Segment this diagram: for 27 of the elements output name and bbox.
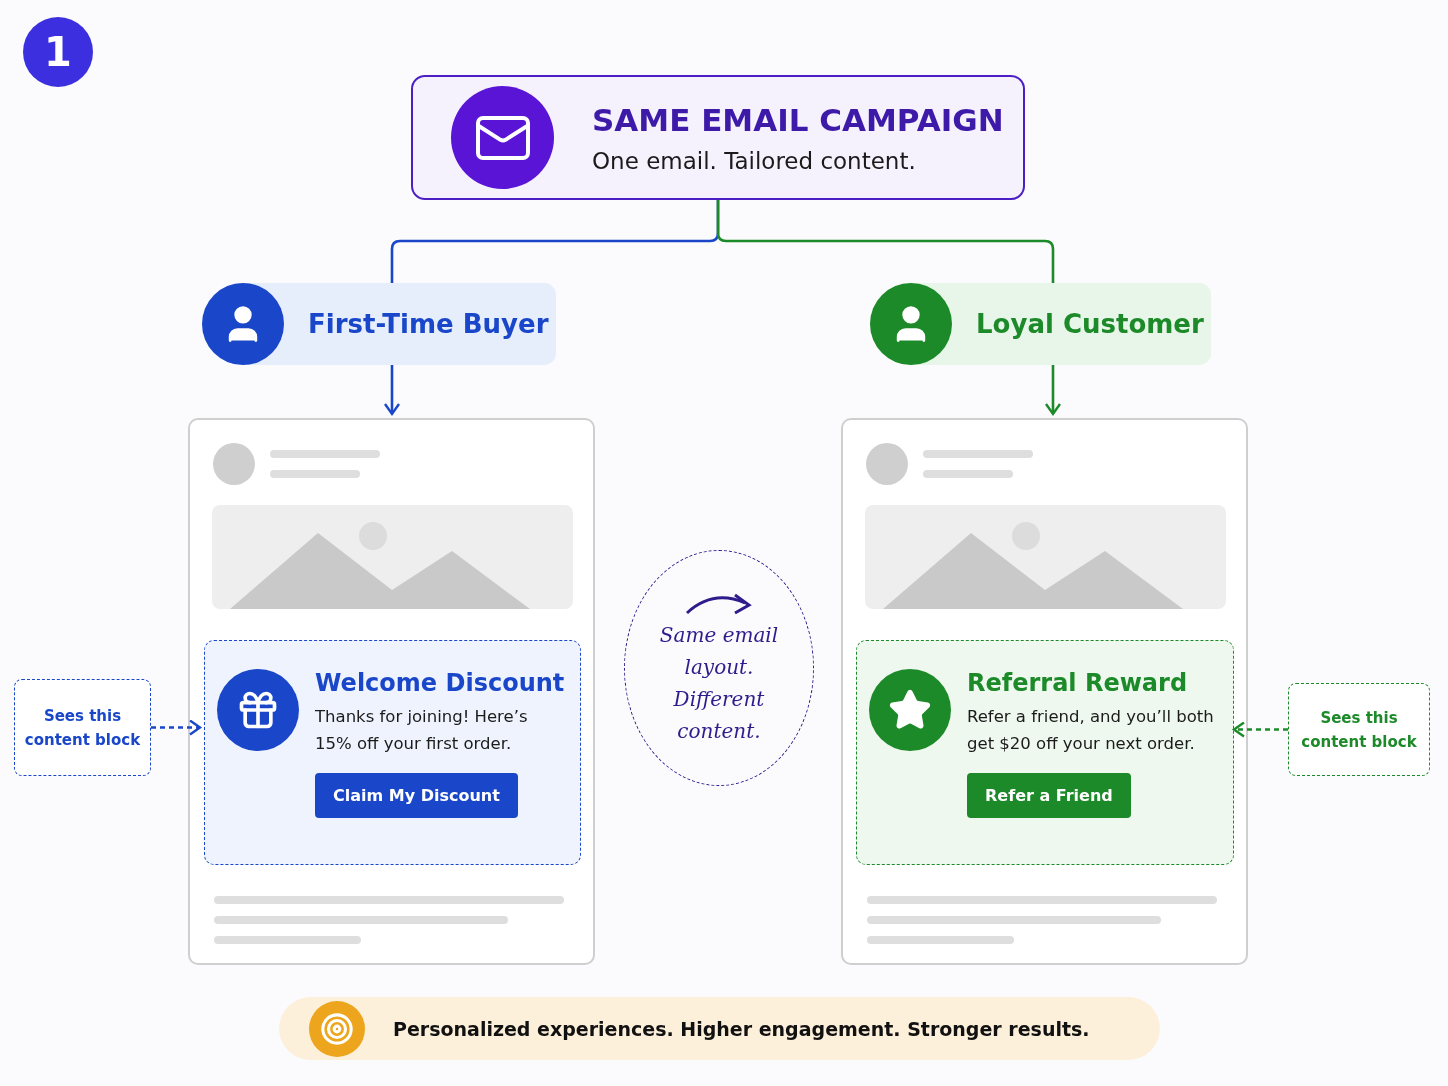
email-mockup (841, 418, 1248, 965)
block-title: Referral Reward (967, 669, 1189, 697)
banner-text: Personalized experiences. Higher engagement. Stronger results. (393, 1017, 1090, 1040)
block-title: Welcome Discount (315, 669, 566, 697)
campaign-subtitle: One email. Tailored content. (592, 147, 917, 174)
campaign-title: SAME EMAIL CAMPAIGN (592, 101, 1004, 138)
connector-line (716, 200, 1055, 283)
content-block (204, 640, 581, 865)
note-box: Sees this content block (1288, 683, 1430, 776)
cta-button: Refer a Friend (967, 773, 1131, 818)
note-text: Same email layout. Different content. (658, 622, 780, 745)
block-text: Refer a friend, and you’ll both get $20 off your next order. (967, 706, 1215, 755)
persona-label: Loyal Customer (976, 309, 1204, 339)
content-block (856, 640, 1234, 865)
persona-tag (202, 283, 556, 365)
campaign-box (411, 75, 1025, 200)
dashed-arrow (151, 719, 202, 736)
persona-label: First-Time Buyer (308, 309, 549, 339)
persona-tag (870, 283, 1211, 365)
block-text: Thanks for joining! Here’s 15% off your first order. (315, 706, 529, 755)
arrow (383, 365, 401, 416)
note-box: Sees this content block (14, 679, 151, 776)
cta-button: Claim My Discount (315, 773, 518, 818)
dashed-arrow (1232, 721, 1288, 738)
email-mockup (188, 418, 595, 965)
step-number: 1 (23, 17, 93, 87)
arrow (1044, 365, 1062, 416)
